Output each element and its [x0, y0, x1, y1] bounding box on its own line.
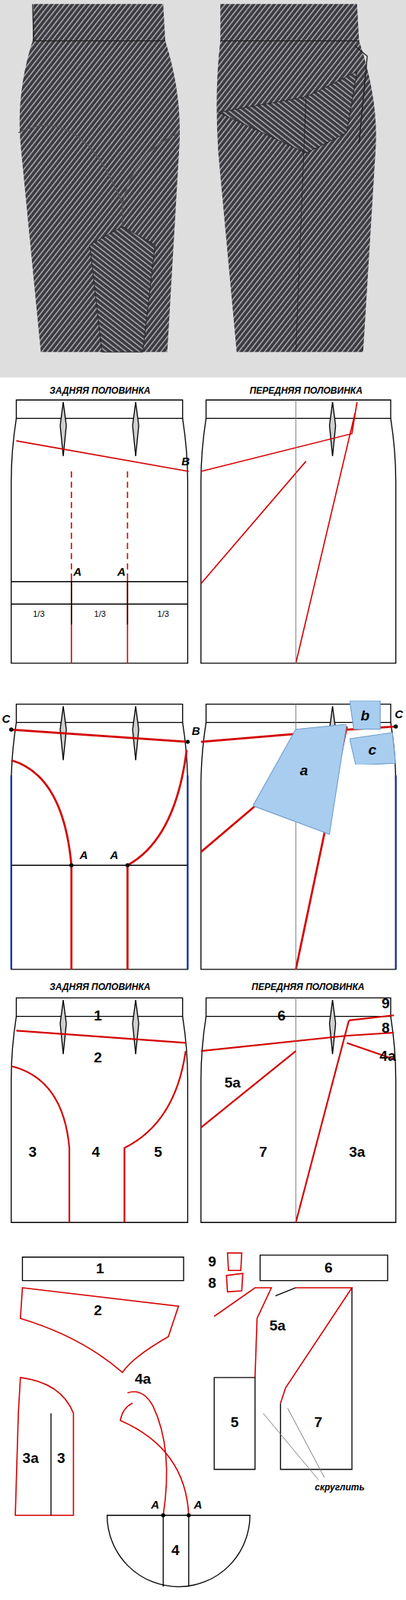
pattern-label: ЗАДНЯЯ ПОЛОВИНКА	[49, 981, 151, 993]
outline-stroke	[329, 402, 336, 457]
pattern-label: скруглить	[314, 1482, 365, 1493]
outline-stroke	[132, 706, 139, 761]
pattern-label: A	[79, 848, 88, 862]
pattern-label: ЗАДНЯЯ ПОЛОВИНКА	[49, 385, 151, 397]
region-letter: a	[300, 763, 309, 778]
pattern-label: B	[191, 723, 201, 737]
pattern-label: A	[150, 1498, 160, 1512]
outline-stroke	[60, 1000, 67, 1055]
pattern-label: 9	[381, 995, 391, 1013]
pattern-label: 1	[93, 1007, 103, 1025]
pattern-label: A	[193, 1498, 202, 1512]
region-letter: b	[361, 707, 371, 723]
pattern-label: A	[117, 564, 126, 578]
outline-stroke	[206, 399, 391, 419]
outline-stroke	[329, 1000, 336, 1055]
pattern-label: 7	[258, 1144, 268, 1161]
outline-stroke	[206, 997, 391, 1017]
pattern-label: 3	[57, 1450, 66, 1468]
pattern-label: 2	[93, 1049, 103, 1067]
pattern-label: 5	[230, 1414, 240, 1432]
pattern-label: ПЕРЕДНЯЯ ПОЛОВИНКА	[251, 981, 365, 993]
pattern-label: 8	[381, 1019, 391, 1037]
outline-stroke	[15, 399, 183, 419]
outline-stroke	[11, 722, 189, 970]
cut-region: a	[252, 724, 347, 837]
pattern-label: 1	[95, 1260, 105, 1278]
pattern-label: 1/3	[32, 609, 45, 619]
pattern-label: 6	[277, 1007, 286, 1025]
outline-stroke	[15, 704, 183, 723]
outline-stroke	[11, 1016, 189, 1224]
pattern-label: C	[2, 711, 11, 725]
pattern-label: A	[73, 564, 82, 578]
pattern-label: B	[181, 454, 190, 468]
outline-stroke	[60, 402, 67, 457]
outline-stroke	[132, 1000, 139, 1055]
pattern-label: 8	[207, 1275, 217, 1292]
pattern-label: 3a	[348, 1144, 365, 1161]
pattern-label: 5a	[269, 1317, 286, 1335]
outline-stroke	[201, 418, 397, 664]
pattern-label: 3a	[22, 1450, 39, 1468]
cut-region: c	[349, 732, 397, 766]
region-letter: c	[368, 742, 378, 758]
pattern-label: C	[394, 707, 403, 721]
pattern-label: 1/3	[94, 609, 106, 619]
pattern-label: 7	[314, 1414, 323, 1432]
pattern-label: A	[110, 848, 119, 862]
pattern-label: 6	[324, 1259, 333, 1277]
pattern-label: 4	[171, 1542, 180, 1560]
outline-stroke	[201, 722, 397, 970]
outline-stroke	[132, 402, 139, 457]
pattern-label: 1/3	[157, 609, 170, 619]
pattern-label: 4	[92, 1144, 101, 1161]
region-shape	[252, 724, 347, 837]
pattern-label: ПЕРЕДНЯЯ ПОЛОВИНКА	[249, 385, 363, 397]
pattern-label: 5a	[224, 1074, 241, 1092]
cut-region: b	[349, 700, 381, 732]
pattern-label: 9	[207, 1253, 217, 1271]
pattern-label: 5	[153, 1144, 163, 1161]
pattern-label: 3	[28, 1144, 38, 1161]
pattern-label: 4a	[379, 1048, 396, 1065]
pattern-label: 4a	[134, 1371, 151, 1388]
pattern-label: 2	[93, 1302, 103, 1320]
